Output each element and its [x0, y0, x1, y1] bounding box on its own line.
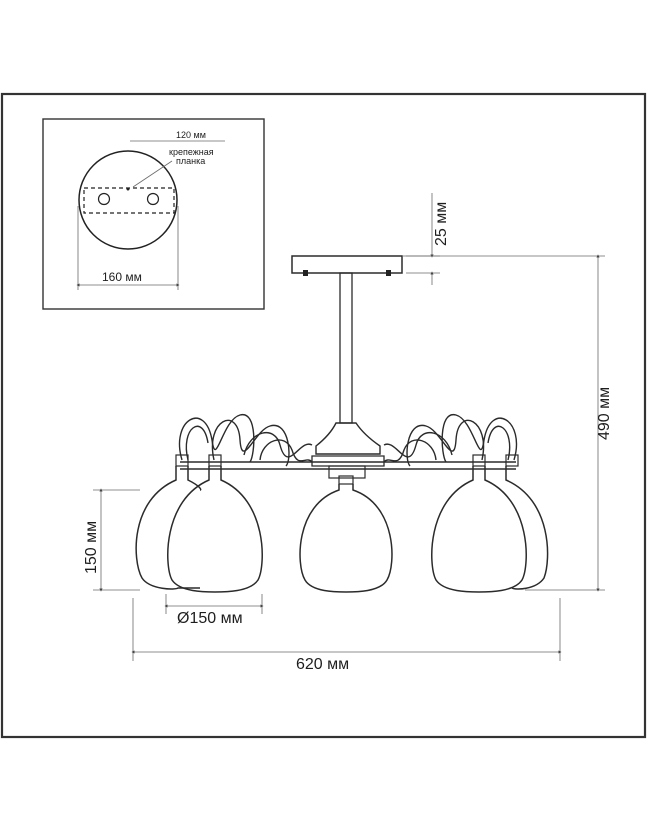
- chandelier-body: [135, 255, 549, 593]
- plate-width-label: 120 мм: [176, 130, 206, 140]
- total-width-label: 620 мм: [296, 656, 349, 673]
- canopy-height-label: 25 мм: [433, 202, 450, 246]
- mounting-plate-label-2: планка: [176, 156, 205, 166]
- shade-diameter-label: Ø150 мм: [177, 610, 243, 627]
- canopy-diameter-label: 160 мм: [102, 270, 142, 284]
- mounting-plate-label-1: крепежная: [169, 147, 214, 157]
- canopy-top-view: [76, 140, 225, 290]
- dimension-lines: [93, 193, 605, 661]
- total-height-label: 490 мм: [596, 387, 613, 440]
- outer-frame: [0, 92, 647, 739]
- shade-height-label: 150 мм: [83, 521, 100, 574]
- inset-frame: [42, 118, 265, 310]
